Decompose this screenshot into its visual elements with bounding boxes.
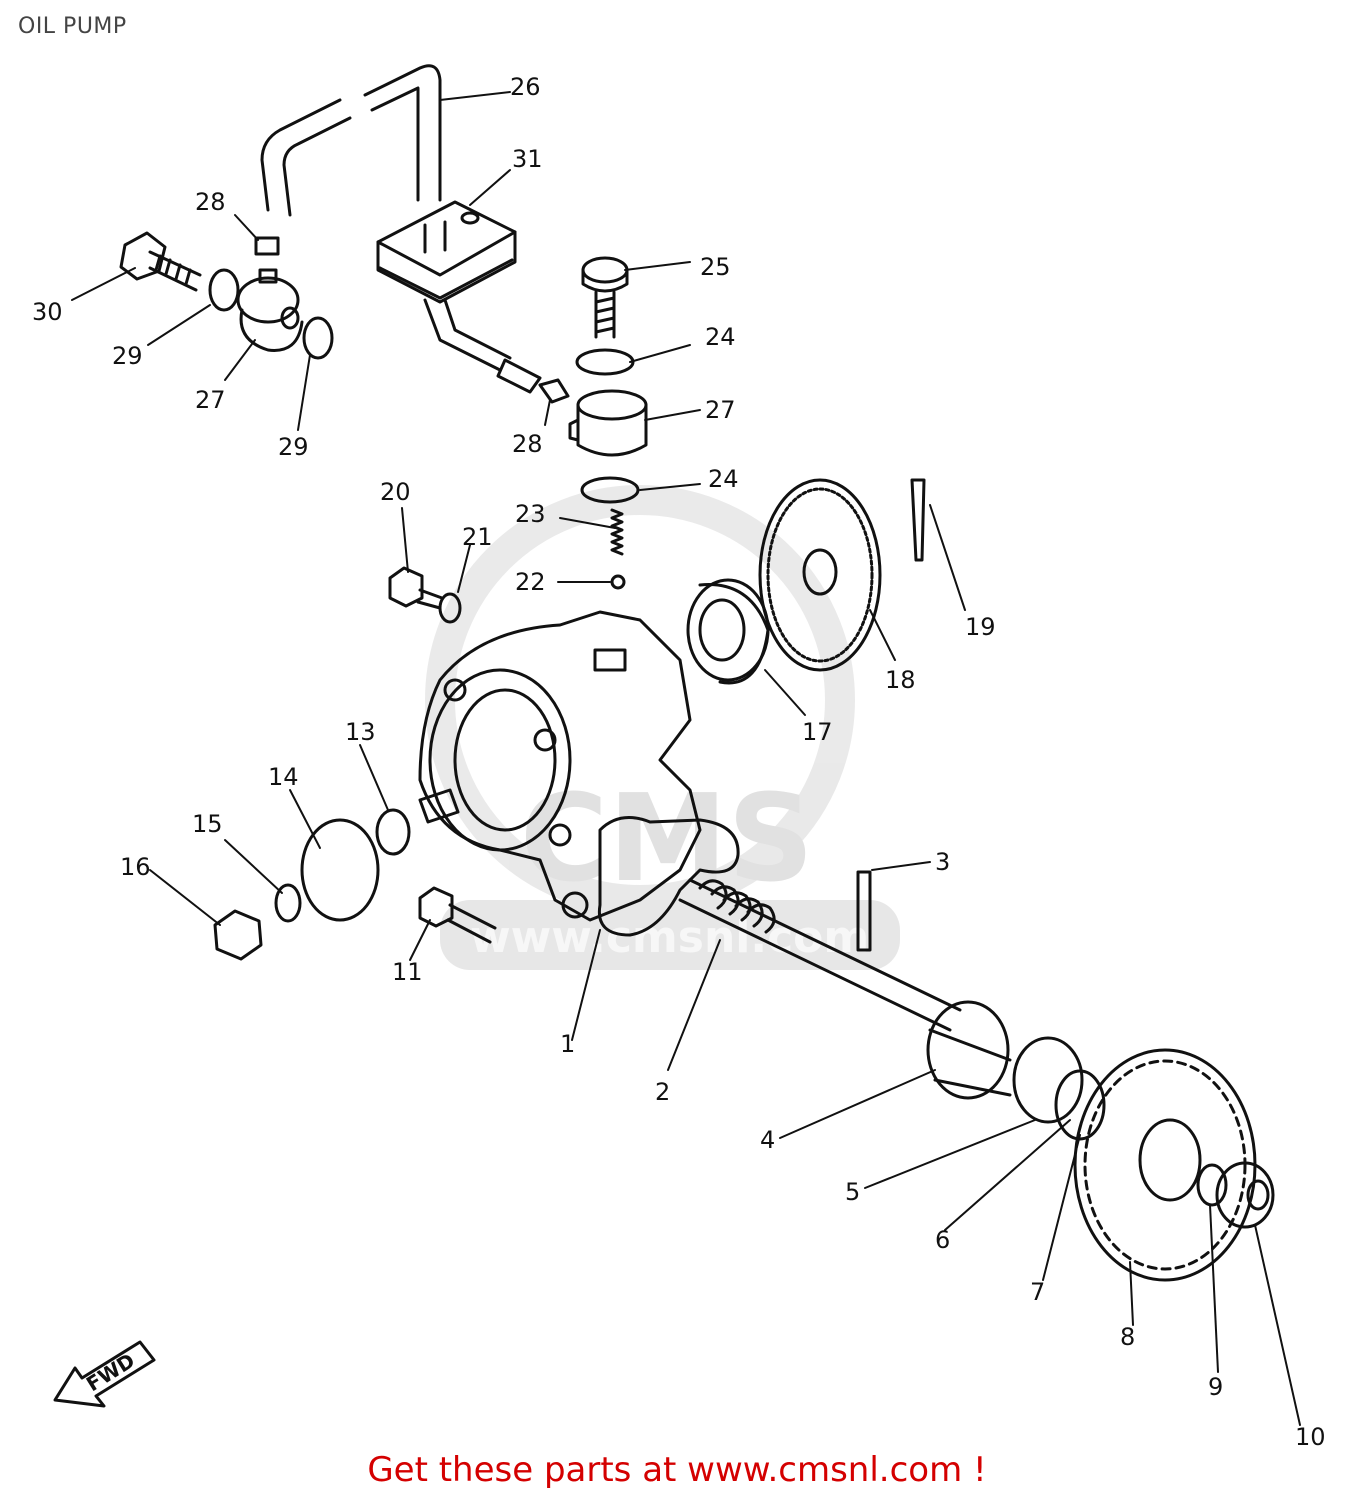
callout-28-left: 28 — [195, 188, 226, 216]
washer-5 — [1012, 1036, 1084, 1124]
oil-pump-body — [418, 610, 702, 922]
nut-16 — [213, 909, 263, 961]
screw-20 — [388, 566, 444, 610]
banjo-bolt-30 — [119, 231, 202, 292]
oil-pipe-26 — [260, 64, 442, 217]
hose-clip-28-left — [254, 236, 280, 256]
spring-23 — [610, 508, 624, 556]
callout-8: 8 — [1120, 1323, 1135, 1351]
banjo-bolt-fitting-27-left — [236, 268, 304, 352]
callout-29-top: 29 — [112, 342, 143, 370]
callout-6: 6 — [935, 1226, 950, 1254]
leader-lines — [71, 91, 1301, 1426]
washer-13 — [375, 808, 411, 856]
watermark-text: CMS — [520, 770, 814, 909]
callout-20: 20 — [380, 478, 411, 506]
callouts: 1 2 3 4 5 6 7 8 9 10 11 13 14 15 16 17 1… — [32, 73, 1326, 1451]
washer-24-bottom — [580, 476, 640, 504]
callout-14: 14 — [268, 763, 299, 791]
callout-4: 4 — [760, 1126, 775, 1154]
worm-gear-2 — [698, 879, 776, 934]
drive-shaft — [678, 878, 962, 1032]
callout-23: 23 — [515, 500, 546, 528]
check-ball-22 — [610, 574, 626, 590]
callout-30: 30 — [32, 298, 63, 326]
bolt-25 — [581, 256, 629, 339]
callout-19: 19 — [965, 613, 996, 641]
collar-4 — [926, 1000, 1012, 1100]
callout-27-left: 27 — [195, 386, 226, 414]
adjust-plate-14 — [300, 818, 380, 922]
driven-gear-18 — [758, 478, 882, 672]
callout-9: 9 — [1208, 1373, 1223, 1401]
page-title: OIL PUMP — [18, 14, 127, 39]
callout-26: 26 — [510, 73, 541, 101]
callout-22: 22 — [515, 568, 546, 596]
callout-10: 10 — [1295, 1423, 1326, 1451]
callout-2: 2 — [655, 1078, 670, 1106]
washer-29-b — [302, 316, 334, 360]
watermark-url: www.cmsnl.com — [470, 912, 869, 963]
banjo-fitting-27-right — [568, 389, 648, 457]
dowel-pin-3 — [856, 870, 872, 952]
callout-24-top: 24 — [705, 323, 736, 351]
callout-28-right: 28 — [512, 430, 543, 458]
washer-21 — [438, 592, 462, 624]
spline-9 — [1196, 1163, 1228, 1207]
washer-24-top — [575, 348, 635, 376]
screw-11 — [418, 886, 497, 944]
callout-16: 16 — [120, 853, 151, 881]
circlip-15 — [274, 883, 302, 923]
callout-25: 25 — [700, 253, 731, 281]
callout-27-right: 27 — [705, 396, 736, 424]
callout-13: 13 — [345, 718, 376, 746]
fwd-arrow — [53, 1340, 156, 1408]
callout-11: 11 — [392, 958, 423, 986]
callout-1: 1 — [560, 1030, 575, 1058]
callout-31: 31 — [512, 145, 543, 173]
callout-7: 7 — [1030, 1278, 1045, 1306]
callout-29-bottom: 29 — [278, 433, 309, 461]
fwd-label: FWD — [82, 1348, 139, 1396]
callout-15: 15 — [192, 810, 223, 838]
callout-5: 5 — [845, 1178, 860, 1206]
callout-21: 21 — [462, 523, 493, 551]
footer-link[interactable]: Get these parts at www.cmsnl.com ! — [367, 1450, 987, 1490]
oil-hose — [423, 298, 542, 394]
grommet-31 — [376, 200, 517, 304]
gasket-1 — [597, 816, 740, 937]
nut-10 — [1215, 1161, 1275, 1229]
washer-29-a — [208, 268, 240, 312]
bearing-17 — [686, 578, 770, 685]
pin-19 — [910, 478, 926, 562]
gear-8 — [1073, 1048, 1257, 1282]
callout-17: 17 — [802, 718, 833, 746]
callout-3: 3 — [935, 848, 950, 876]
hose-clip-28-right — [538, 378, 570, 404]
callout-18: 18 — [885, 666, 916, 694]
callout-24-bottom: 24 — [708, 465, 739, 493]
